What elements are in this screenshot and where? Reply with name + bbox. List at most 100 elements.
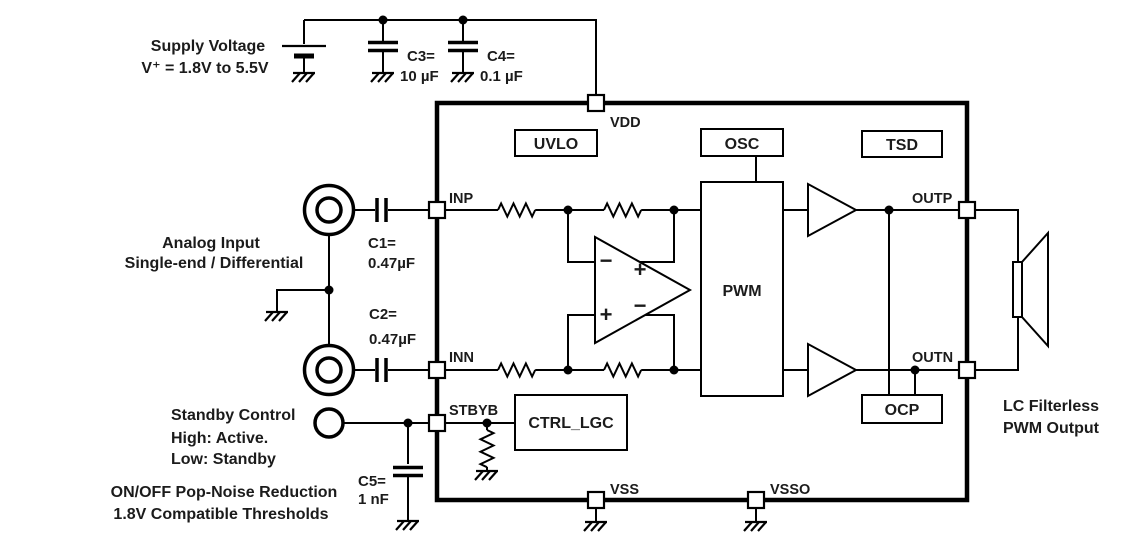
standby-section: Standby Control High: Active. Low: Stand… [111, 407, 429, 532]
rca-jack-inner-ring [315, 196, 343, 224]
ground-input-common-icon [263, 310, 290, 323]
c4-name-label: C4= [487, 48, 515, 65]
junction-dot [669, 205, 679, 215]
c3-name-label: C3= [407, 48, 435, 65]
pin-outp-label: OUTP [912, 191, 953, 207]
pin-inn-label: INN [449, 350, 474, 366]
standby-label-line2: High: Active. [171, 430, 268, 447]
c5-name-label: C5= [358, 473, 386, 490]
output-stage-wires [783, 209, 959, 395]
c1-name-label: C1= [368, 235, 396, 252]
c5-value-label: 1 nF [358, 491, 389, 508]
pin-inp [427, 200, 447, 220]
standby-note-line1: ON/OFF Pop-Noise Reduction [111, 484, 338, 501]
block-tsd [861, 130, 943, 158]
block-osc [700, 128, 784, 157]
buffer-amp-outp [807, 182, 859, 238]
capacitor-c2 [375, 356, 388, 384]
junction-dot [482, 418, 492, 428]
capacitor-c5 [391, 465, 425, 478]
pin-vss-label: VSS [610, 482, 639, 498]
pin-stbyb [427, 413, 447, 433]
block-ctrl-lgc-label: CTRL_LGC [528, 415, 614, 432]
junction-dot [563, 365, 573, 375]
pin-outn-label: OUTN [912, 350, 953, 366]
pin-vdd [586, 93, 606, 113]
block-ctrl-lgc [514, 394, 628, 451]
speaker-cone [1021, 230, 1049, 349]
opamp-output-minus-sign: − [634, 293, 647, 318]
c2-name-label: C2= [369, 306, 397, 323]
standby-note-line2: 1.8V Compatible Thresholds [113, 506, 328, 523]
junction-dot [563, 205, 573, 215]
ground-lead-wires [595, 508, 757, 521]
junction-dot [669, 365, 679, 375]
ground-c3-icon [369, 71, 396, 84]
speaker-wires [975, 209, 1019, 371]
pin-vsso [746, 490, 766, 510]
block-osc-label: OSC [725, 136, 760, 153]
output-section: LC Filterless PWM Output [975, 209, 1100, 437]
analog-input-label-line1: Analog Input [162, 235, 260, 252]
supply-label-line1: Supply Voltage [151, 38, 265, 55]
pin-inn [427, 360, 447, 380]
analog-input-section: Analog Input Single-end / Differential C… [125, 183, 429, 397]
output-label-line2: PWM Output [1003, 420, 1100, 437]
c3-value-label: 10 µF [400, 68, 439, 85]
pin-stbyb-label: STBYB [449, 403, 498, 419]
ground-battery-icon [290, 71, 317, 84]
supply-label-line2: V⁺ = 1.8V to 5.5V [141, 60, 269, 77]
c2-value-label: 0.47µF [369, 331, 416, 348]
pin-outp [957, 200, 977, 220]
block-ocp [861, 394, 943, 424]
ic-ground-leads [582, 508, 769, 533]
rca-jack-inn [302, 343, 356, 397]
junction-dot [884, 205, 894, 215]
rca-jack-inner-ring [315, 356, 343, 384]
opamp-output-plus-sign: + [634, 257, 647, 282]
battery-symbol [282, 44, 326, 59]
standby-label-line3: Low: Standby [171, 451, 276, 468]
junction-dot [324, 285, 334, 295]
ground-c5-icon [394, 519, 421, 532]
rca-jack-inp [302, 183, 356, 237]
buffer-amp-outn [807, 342, 859, 398]
capacitor-c4 [446, 40, 480, 53]
pin-outn [957, 360, 977, 380]
speaker-icon [1012, 230, 1049, 349]
block-pwm-label: PWM [722, 283, 761, 300]
supply-wires [303, 19, 597, 95]
input-coupling-wires [276, 209, 429, 371]
block-tsd-label: TSD [886, 137, 918, 154]
opamp-feedback-wires [567, 210, 675, 370]
ground-c4-icon [449, 71, 476, 84]
pin-vdd-label: VDD [610, 115, 641, 131]
junction-dot [378, 15, 388, 25]
standby-label-line1: Standby Control [171, 407, 295, 424]
opamp-symbol [594, 235, 693, 345]
output-label-line1: LC Filterless [1003, 398, 1099, 415]
pin-inp-label: INP [449, 191, 474, 207]
block-pwm [700, 181, 784, 397]
standby-wires [344, 422, 429, 520]
c1-value-label: 0.47µF [368, 255, 415, 272]
block-uvlo [514, 129, 598, 157]
pin-vss [586, 490, 606, 510]
junction-dot [910, 365, 920, 375]
pin-vsso-label: VSSO [770, 482, 810, 498]
ground-vss-icon [582, 520, 609, 533]
analog-input-label-line2: Single-end / Differential [125, 255, 304, 272]
opamp-input-plus-sign: + [600, 302, 613, 327]
standby-input-terminal [313, 407, 345, 439]
ground-vsso-icon [742, 520, 769, 533]
block-uvlo-label: UVLO [534, 136, 578, 153]
ic-chip: − + + − UVLO OSC TSD PWM OCP CTRL_LGC [427, 93, 977, 510]
capacitor-c3 [366, 40, 400, 53]
supply-section: Supply Voltage V⁺ = 1.8V to 5.5V C3= 10 … [141, 15, 597, 95]
junction-dot [458, 15, 468, 25]
c4-value-label: 0.1 µF [480, 68, 523, 85]
block-ocp-label: OCP [885, 402, 920, 419]
capacitor-c1 [375, 196, 388, 224]
